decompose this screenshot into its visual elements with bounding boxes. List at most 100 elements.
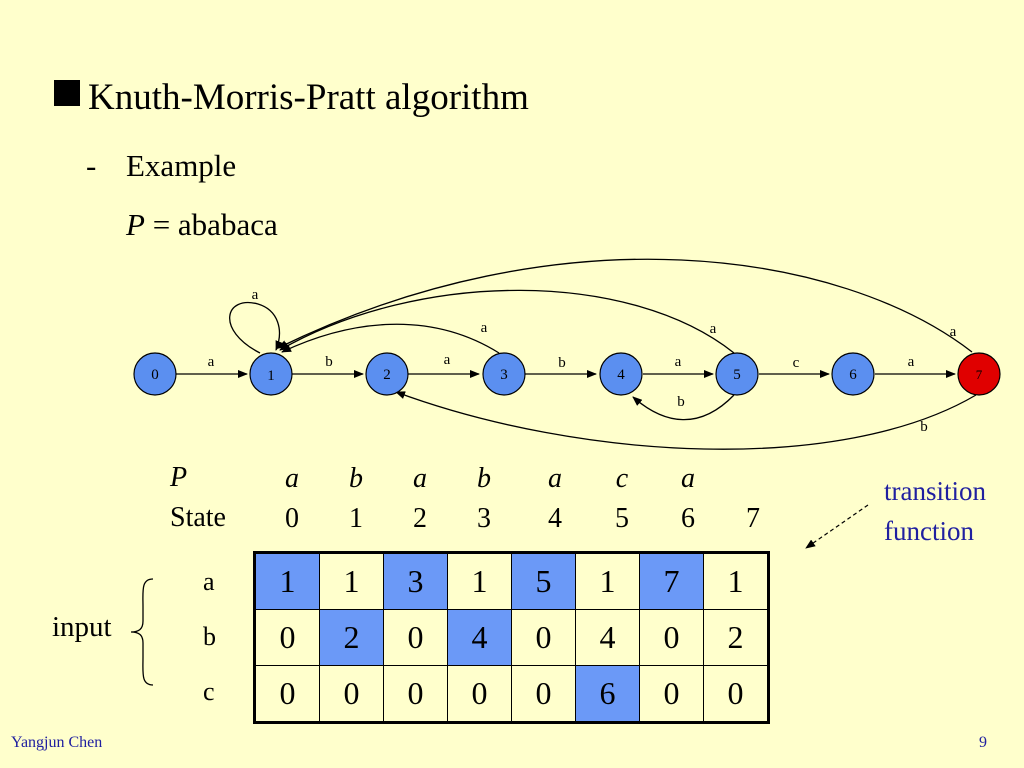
edge-5-1: [279, 289, 735, 354]
edge-3-4-label: b: [558, 355, 566, 371]
p-row-label: P: [170, 462, 188, 493]
table-cell: 0: [511, 665, 576, 723]
table-cell: 1: [319, 552, 384, 610]
edge-1-1-label: a: [252, 287, 259, 303]
edge-0-1-label: a: [208, 354, 215, 370]
edge-6-7-label: a: [908, 354, 915, 370]
pattern-line: P = ababaca: [126, 205, 278, 245]
input-row-label-c: c: [203, 677, 215, 706]
slide-title: Knuth-Morris-Pratt algorithm: [54, 73, 529, 123]
state-col-0: 0: [285, 503, 299, 534]
edge-7-1: [277, 258, 973, 353]
table-cell: 0: [639, 665, 704, 723]
input-row-label-a: a: [203, 567, 215, 596]
pattern-value: ababaca: [177, 207, 278, 242]
annotation-line-2: function: [884, 516, 974, 546]
edge-3-1: [281, 323, 500, 354]
state-col-5: 5: [615, 503, 629, 534]
edge-7-1-label: a: [950, 324, 957, 340]
table-cell: 2: [703, 609, 769, 666]
transition-function-annotation: transition function: [884, 471, 986, 551]
table-cell: 0: [703, 665, 769, 723]
table-cell: 1: [575, 552, 640, 610]
p-char-5: a: [548, 463, 562, 494]
input-label: input: [52, 611, 112, 643]
table-cell: 0: [254, 665, 320, 723]
table-cell: 0: [383, 665, 448, 723]
p-char-6: c: [615, 463, 629, 494]
state-col-6: 6: [681, 503, 695, 534]
p-char-3: a: [413, 463, 427, 494]
state-col-4: 4: [548, 503, 562, 534]
square-bullet-icon: [54, 80, 80, 106]
table-cell: 4: [575, 609, 640, 666]
table-cell: 3: [383, 552, 448, 610]
state-1-label: 1: [267, 368, 275, 384]
p-char-4: b: [477, 463, 491, 494]
edge-5-6-label: c: [793, 355, 800, 371]
state-2-label: 2: [383, 367, 391, 383]
annotation-line-1: transition: [884, 476, 986, 506]
state-7-label: 7: [976, 367, 983, 382]
table-cell: 5: [511, 552, 576, 610]
state-col-1: 1: [349, 503, 363, 534]
state-0-label: 0: [151, 367, 159, 383]
edge-5-1-label: a: [710, 321, 717, 337]
table-cell: 0: [319, 665, 384, 723]
state-6-node: [831, 352, 875, 396]
p-char-2: b: [349, 463, 363, 494]
state-row-label: State: [170, 502, 226, 533]
footer-author: Yangjun Chen: [11, 734, 103, 751]
state-3-node: [482, 352, 526, 396]
curly-brace-icon: [130, 578, 154, 686]
table-cell: 0: [447, 665, 512, 723]
table-cell: 7: [639, 552, 704, 610]
state-4-node: [599, 352, 643, 396]
table-cell: 2: [319, 609, 384, 666]
table-cell: 1: [447, 552, 512, 610]
table-cell: 0: [254, 609, 320, 666]
state-5-label: 5: [733, 367, 741, 383]
edge-5-4: [632, 394, 735, 421]
state-5-node: [715, 352, 759, 396]
footer-page-number: 9: [979, 734, 987, 751]
pattern-variable: P: [126, 207, 145, 242]
state-col-2: 2: [413, 503, 427, 534]
subtitle: Example: [126, 148, 237, 183]
edge-1-2-label: b: [325, 354, 333, 370]
edge-3-1-label: a: [481, 320, 488, 336]
pattern-equals: =: [144, 207, 178, 242]
state-2-node: [365, 352, 409, 396]
table-cell: 6: [575, 665, 640, 723]
state-3-label: 3: [500, 367, 508, 383]
state-0-node: [133, 352, 177, 396]
p-char-7: a: [681, 463, 695, 494]
state-1-node: [249, 352, 293, 396]
edge-2-3-label: a: [444, 352, 451, 368]
edge-4-5-label: a: [675, 354, 682, 370]
input-row-label-b: b: [203, 622, 216, 651]
state-6-label: 6: [849, 367, 857, 383]
table-cell: 0: [383, 609, 448, 666]
sub-bullet-dash: -: [86, 148, 97, 183]
p-char-1: a: [285, 463, 299, 494]
edge-5-4-label: b: [677, 394, 685, 410]
state-4-label: 4: [617, 367, 625, 383]
table-cell: 1: [254, 552, 320, 610]
table-cell: 0: [511, 609, 576, 666]
table-cell: 1: [703, 552, 769, 610]
state-col-7: 7: [746, 503, 760, 534]
table-cell: 0: [639, 609, 704, 666]
edge-1-1-self-loop: [229, 301, 284, 354]
state-col-3: 3: [477, 503, 491, 534]
annotation-pointer-arrow: [805, 504, 869, 549]
state-7-node: [957, 352, 1001, 396]
table-cell: 4: [447, 609, 512, 666]
edge-7-2-label: b: [920, 419, 928, 435]
edge-7-2: [395, 391, 977, 450]
